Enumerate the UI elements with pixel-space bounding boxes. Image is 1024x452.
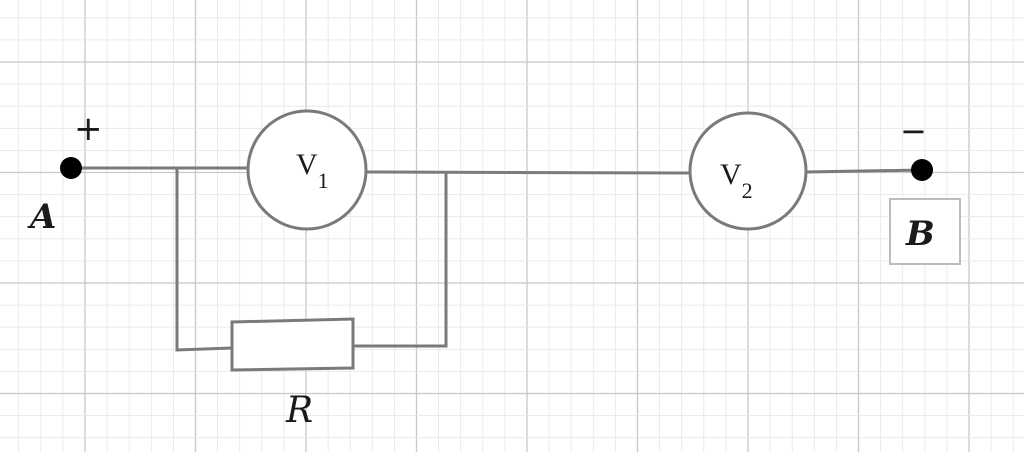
terminal-a-label: A: [27, 197, 56, 237]
terminal-a-polarity: +: [74, 109, 103, 149]
voltmeter-1-label: V1: [296, 148, 329, 193]
wire-v1-to-v2: [365, 170, 691, 175]
terminal-b-polarity: −: [900, 112, 927, 150]
voltmeter-2-body: [688, 111, 808, 231]
wire-v2-to-b: [805, 168, 923, 174]
voltmeter-2-label: V2: [720, 158, 753, 203]
resistor-label: R: [285, 390, 313, 431]
voltmeter-2: V2: [688, 111, 808, 231]
terminal-b: − B: [889, 112, 961, 265]
resistor: R: [230, 317, 355, 431]
wire-resistor-right-branch: [353, 172, 448, 348]
terminal-b-label: B: [905, 214, 935, 254]
circuit-wires: [71, 166, 923, 352]
terminal-b-label-box: [889, 198, 961, 265]
resistor-body: [230, 317, 355, 372]
terminal-a-node: [60, 157, 82, 179]
voltmeter-1-body: [246, 109, 368, 231]
terminal-a: + A: [27, 109, 103, 237]
wire-resistor-left-branch: [175, 168, 233, 352]
terminal-b-node: [911, 159, 933, 181]
voltmeter-1: V1: [246, 109, 368, 231]
